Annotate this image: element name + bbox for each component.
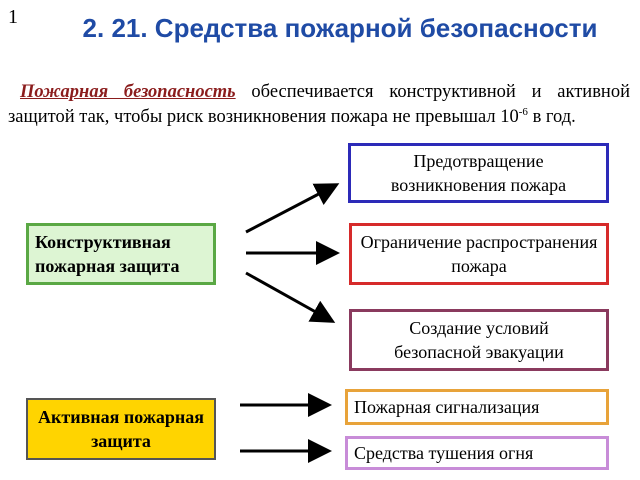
extinguishing-box: Средства тушения огня: [345, 436, 609, 470]
prevention-label: Предотвращение возникновения пожара: [390, 151, 567, 195]
active-protection-label: Активная пожарная защита: [37, 407, 204, 451]
intro-paragraph: Пожарная безопасность обеспечивается кон…: [8, 80, 630, 130]
alarm-box: Пожарная сигнализация: [345, 389, 609, 425]
constructive-protection-box: Конструктивная пожарная защита: [26, 223, 216, 285]
constructive-protection-label: Конструктивная пожарная защита: [35, 232, 180, 276]
prevention-box: Предотвращение возникновения пожара: [348, 143, 609, 203]
extinguishing-label: Средства тушения огня: [354, 443, 534, 463]
limitation-label: Ограничение распространения пожара: [360, 232, 598, 276]
evacuation-box: Создание условий безопасной эвакуации: [349, 309, 609, 371]
limitation-box: Ограничение распространения пожара: [349, 223, 609, 285]
alarm-label: Пожарная сигнализация: [354, 397, 540, 417]
intro-text-end: в год.: [527, 107, 576, 127]
evacuation-label: Создание условий безопасной эвакуации: [394, 318, 564, 362]
intro-term: Пожарная безопасность: [20, 82, 236, 102]
arrow-to-prevention: [245, 183, 340, 234]
active-protection-box: Активная пожарная защита: [26, 398, 216, 460]
slide-title: 2. 21. Средства пожарной безопасности: [82, 13, 598, 43]
page-number: 1: [8, 6, 18, 28]
arrow-to-evacuation: [245, 271, 336, 323]
intro-text: обеспечивается конструктивной и активной…: [8, 82, 630, 127]
intro-exponent: -6: [518, 105, 528, 118]
